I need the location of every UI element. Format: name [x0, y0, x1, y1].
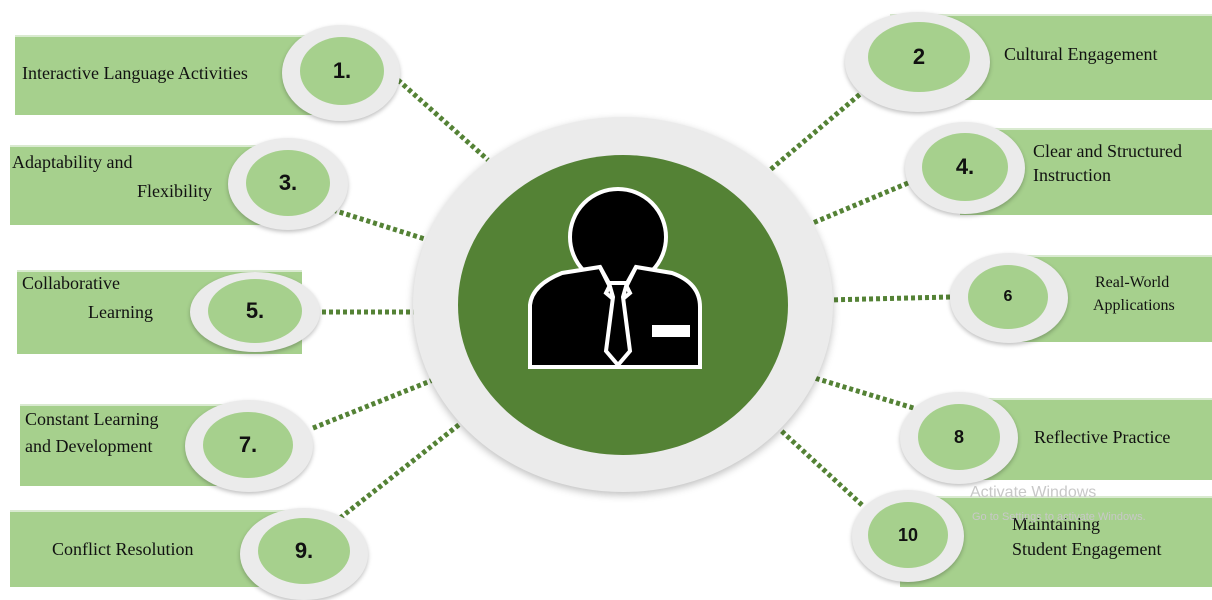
item-2-number: 2 — [912, 44, 926, 69]
connector-9 — [338, 418, 467, 520]
item-9-badge: 9. — [258, 518, 350, 584]
item-10-label-line1: Maintaining — [1012, 514, 1100, 534]
item-5-badge: 5. — [208, 279, 302, 343]
item-4-label-line2: Instruction — [1033, 165, 1111, 185]
item-1-label: Interactive Language Activities — [22, 63, 248, 83]
activate-windows-title: Activate Windows — [970, 484, 1097, 501]
item-3-number: 3. — [278, 170, 298, 195]
connector-4 — [807, 180, 909, 228]
item-7-label-line2: and Development — [25, 436, 153, 456]
item-6-label-line1: Real-World — [1095, 274, 1170, 291]
item-6-number: 6 — [1003, 288, 1013, 305]
item-5-label-line1: Collaborative — [22, 273, 120, 293]
item-8-number: 8 — [953, 426, 964, 447]
item-8-label: Reflective Practice — [1034, 427, 1171, 447]
item-1-box — [15, 35, 320, 115]
item-7-number: 7. — [238, 432, 258, 457]
item-7-badge: 7. — [203, 412, 293, 478]
item-5-label-line2: Learning — [88, 302, 153, 322]
activate-windows-subtitle: Go to Settings to activate Windows. — [972, 511, 1146, 523]
item-7-label-line1: Constant Learning — [25, 409, 159, 429]
item-4-label-line1: Clear and Structured — [1033, 141, 1182, 161]
item-3-badge: 3. — [246, 150, 330, 216]
connector-6 — [826, 294, 951, 303]
item-1-number: 1. — [332, 58, 352, 83]
item-4-badge: 4. — [922, 133, 1008, 201]
item-6-label-line2: Applications — [1093, 297, 1175, 314]
connector-lines — [312, 78, 951, 520]
connector-7 — [312, 377, 434, 431]
teacher-person-icon — [528, 187, 702, 369]
item-10-label-line2: Student Engagement — [1012, 539, 1162, 559]
item-4-number: 4. — [955, 154, 975, 179]
item-1-badge: 1. — [300, 37, 384, 105]
connector-8 — [807, 373, 921, 413]
item-8-badge: 8 — [918, 404, 1000, 470]
item-9-number: 9. — [294, 538, 314, 563]
connector-3 — [332, 207, 429, 243]
connector-2 — [768, 88, 867, 172]
item-2-label: Cultural Engagement — [1004, 44, 1158, 64]
connector-10 — [773, 423, 864, 507]
item-6-badge: 6 — [968, 265, 1048, 329]
item-3-label-line1: Adaptability and — [12, 152, 133, 172]
item-2-badge: 2 — [868, 22, 970, 92]
item-10-number: 10 — [897, 524, 919, 545]
item-10-badge: 10 — [868, 502, 948, 568]
item-5-number: 5. — [245, 298, 265, 323]
item-9-label: Conflict Resolution — [52, 539, 194, 559]
item-3-label-line2: Flexibility — [137, 181, 213, 201]
connector-1 — [396, 78, 490, 162]
